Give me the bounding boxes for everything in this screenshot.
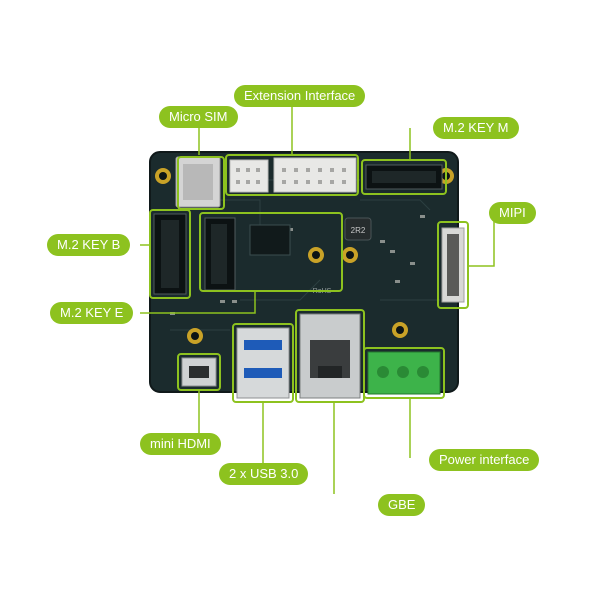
inductor-label: 2R2 bbox=[351, 226, 366, 235]
usb-ports bbox=[236, 327, 290, 399]
header-pins bbox=[236, 168, 346, 184]
ic-chip bbox=[249, 224, 291, 256]
label-usb: 2 x USB 3.0 bbox=[219, 463, 309, 485]
leader-lines bbox=[140, 105, 495, 494]
inductor bbox=[344, 217, 372, 241]
label-m2-key-m: M.2 KEY M bbox=[433, 117, 519, 139]
mini-hdmi-port bbox=[181, 357, 217, 387]
label-gbe: GBE bbox=[378, 494, 426, 516]
label-micro-sim: Micro SIM bbox=[159, 106, 238, 128]
extension-header-right bbox=[273, 157, 357, 193]
label-mipi: MIPI bbox=[489, 202, 536, 224]
label-mini-hdmi: mini HDMI bbox=[140, 433, 221, 455]
label-extension-interface: Extension Interface bbox=[234, 85, 366, 107]
extension-header-left bbox=[229, 159, 269, 193]
label-power-interface: Power interface bbox=[429, 449, 540, 471]
label-m2-key-b: M.2 KEY B bbox=[47, 234, 131, 256]
label-m2-key-e: M.2 KEY E bbox=[50, 302, 134, 324]
